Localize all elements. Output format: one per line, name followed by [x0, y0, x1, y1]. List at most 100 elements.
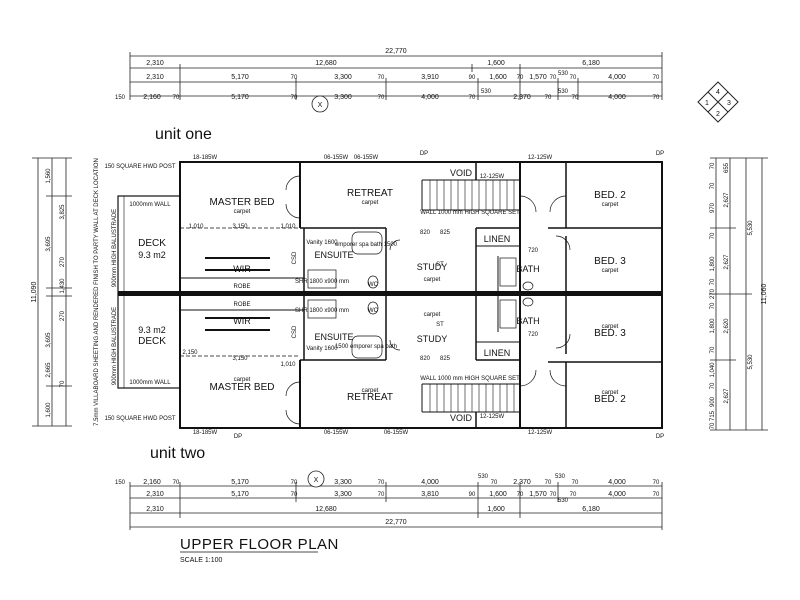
- top-dim-r4-7: 4,000: [421, 94, 439, 101]
- top-dim-r2-2: 1,600: [487, 60, 505, 67]
- u1-spa: emporer spa bath 1500: [335, 242, 398, 248]
- top-dim-r4-0: 150: [115, 95, 126, 101]
- u2-csd: CSD: [292, 325, 298, 338]
- svg-text:2,150: 2,150: [182, 350, 198, 356]
- balustrade-note-u2: 900mm HIGH BALUSTRADE: [112, 307, 118, 385]
- u2-post-note: 150 SQUARE HWD POST: [104, 416, 175, 422]
- top-dimensions: [129, 52, 663, 100]
- svg-text:820: 820: [420, 230, 431, 236]
- u1-wc: WC: [368, 282, 379, 288]
- top-dim-r2-1: 12,680: [315, 60, 337, 67]
- u1-retreat-sub: carpet: [362, 200, 379, 206]
- svg-text:DP: DP: [656, 434, 664, 440]
- u1-wir: WIR: [233, 264, 251, 274]
- bot-dim-r2-13: 4,000: [608, 491, 626, 498]
- right-dim-0: 70: [710, 162, 716, 169]
- u1-st: ST: [436, 262, 444, 268]
- svg-text:1,010: 1,010: [280, 224, 296, 230]
- bot-dim-r1-14: 4,000: [608, 479, 626, 486]
- top-dim-r4-13: 70: [572, 95, 579, 101]
- bot-dim-r2-1: 5,170: [231, 491, 249, 498]
- u2-wall-1000: 1000mm WALL: [129, 380, 171, 386]
- u2-study: STUDY: [417, 334, 448, 344]
- right-dim-18: 715: [710, 410, 716, 421]
- plan-scale: SCALE 1:100: [180, 557, 223, 564]
- svg-text:1,010: 1,010: [188, 224, 204, 230]
- svg-text:06-155W: 06-155W: [324, 155, 349, 161]
- balustrade-note-u1: 900mm HIGH BALUSTRADE: [112, 209, 118, 287]
- u2-st: ST: [436, 322, 444, 328]
- top-dim-r4-1: 2,160: [143, 94, 161, 101]
- right-dim-7: 2,627: [724, 254, 730, 270]
- svg-text:12-125W: 12-125W: [528, 155, 553, 161]
- left-dim-5: 270: [60, 310, 66, 321]
- top-dim-r3-13: 4,000: [608, 74, 626, 81]
- left-dim-2: 3,695: [46, 236, 52, 252]
- bot-dim-r2-14: 70: [653, 492, 660, 498]
- right-dim-8: 70: [710, 278, 716, 285]
- right-dimensions: [710, 157, 768, 431]
- u1-post-note: 150 SQUARE HWD POST: [104, 164, 175, 170]
- u1-master-bed-sub: carpet: [234, 209, 251, 215]
- bot-dim-r1-12: 530: [555, 474, 566, 480]
- u2-bed3: BED. 3: [594, 328, 626, 339]
- bot-dim-r1-11: 70: [545, 480, 552, 486]
- left-dimensions: [32, 157, 72, 427]
- bot-dim-r1-13: 70: [572, 480, 579, 486]
- u2-master-bed-sub: carpet: [234, 377, 251, 383]
- svg-text:06-155W: 06-155W: [324, 430, 349, 436]
- right-dim-3: 970: [710, 202, 716, 213]
- top-dim-r4-11: 70: [545, 95, 552, 101]
- bot-dim-r3-0: 2,310: [146, 506, 164, 513]
- top-dim-r2-0: 2,310: [146, 60, 164, 67]
- stairs-unit-one: [429, 180, 515, 210]
- left-dim-6: 3,695: [46, 332, 52, 348]
- top-dim-r3-7: 1,600: [489, 74, 507, 81]
- u2-retreat: RETREAT: [347, 392, 393, 403]
- bot-dim-r3-3: 6,180: [582, 506, 600, 513]
- right-dim-12: 2,620: [724, 318, 730, 334]
- u2-wc: WC: [368, 308, 379, 314]
- bot-dim-r1-9: 70: [491, 480, 498, 486]
- u2-shower: SHR 1800 x900 mm: [295, 308, 349, 314]
- right-dim-15: 2,627: [724, 388, 730, 404]
- right-dim-2: 70: [710, 182, 716, 189]
- right-dim-10: 70: [710, 302, 716, 309]
- svg-text:12-125W: 12-125W: [480, 414, 505, 420]
- svg-text:3,150: 3,150: [232, 224, 248, 230]
- top-dim-r3-12: 70: [570, 75, 577, 81]
- u2-bed2-sub: carpet: [602, 390, 619, 396]
- unit-two-label: unit two: [150, 445, 205, 462]
- u2-study-sub: carpet: [424, 312, 441, 318]
- bot-dim-r3-2: 1,600: [487, 506, 505, 513]
- bot-dim-r2-12: 70: [570, 492, 577, 498]
- top-dim-total: 22,770: [385, 48, 407, 55]
- right-dim-16: 70: [710, 382, 716, 389]
- svg-text:720: 720: [528, 332, 539, 338]
- right-dim-9: 270: [710, 288, 716, 299]
- door-size-labels: 820 825 720 820 825 720 1,010 3,150 1,01…: [182, 224, 538, 368]
- right-dim-mid-1: 5,530: [748, 354, 754, 370]
- bot-dim-r2-6: 90: [469, 492, 476, 498]
- top-dim-r4-5: 3,300: [334, 94, 352, 101]
- svg-text:12-125W: 12-125W: [480, 174, 505, 180]
- svg-text:18-185W: 18-185W: [193, 430, 218, 436]
- top-dim-r3-14: 70: [653, 75, 660, 81]
- u2-linen: LINEN: [484, 348, 511, 358]
- svg-text:X: X: [314, 477, 319, 484]
- compass-n3: 3: [727, 100, 731, 107]
- top-dim-r3-8: 70: [517, 75, 524, 81]
- u1-deck-area: 9.3 m2: [138, 250, 166, 260]
- bot-dim-r2-10: 70: [550, 492, 557, 498]
- axis-marker-top: X: [311, 95, 329, 113]
- building-walls: [117, 161, 663, 429]
- svg-text:06-155W: 06-155W: [384, 430, 409, 436]
- u2-master-bed: MASTER BED: [209, 382, 274, 393]
- right-dim-19: 70: [710, 422, 716, 429]
- u1-ensuite: ENSUITE: [314, 250, 353, 260]
- u1-bed3: BED. 3: [594, 256, 626, 267]
- left-dim-1: 3,825: [60, 204, 66, 220]
- bottom-dimensions: [129, 482, 663, 530]
- left-dim-7: 70: [60, 380, 66, 387]
- bot-dim-r1-4: 70: [291, 480, 298, 486]
